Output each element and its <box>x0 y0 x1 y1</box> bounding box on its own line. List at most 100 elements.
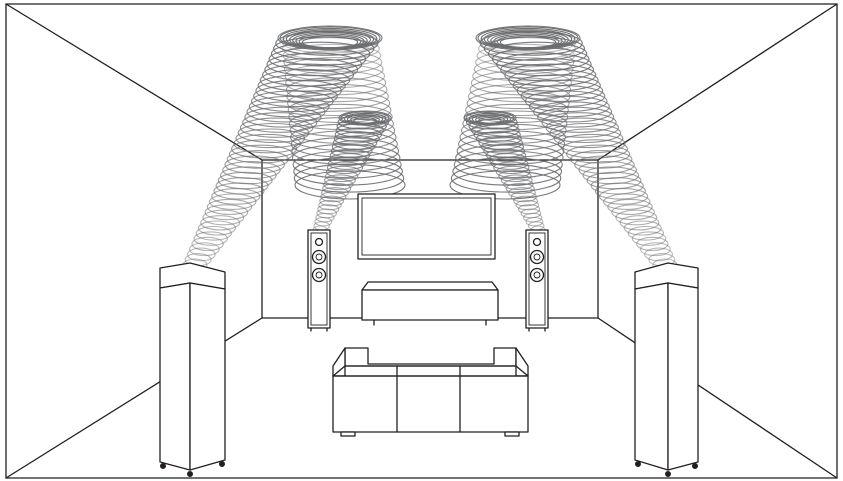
wave-ring <box>191 236 224 252</box>
surround-right-beam <box>475 25 678 272</box>
wave-ring <box>493 161 530 175</box>
wave-ring <box>578 160 637 180</box>
wave-ring <box>615 209 658 226</box>
wave-ring <box>200 215 241 231</box>
wave-ring <box>469 77 572 103</box>
wave-ring <box>318 199 342 211</box>
wave-ring <box>197 220 237 236</box>
wave-ring <box>283 57 384 82</box>
wave-ring <box>463 103 569 131</box>
wave-ring <box>623 220 662 236</box>
wave-ring <box>282 43 382 68</box>
wave-ring <box>322 182 352 195</box>
wave-ring <box>470 70 572 96</box>
reflection-ring <box>301 36 359 49</box>
wave-ring <box>453 150 563 179</box>
wave-ring <box>466 90 570 117</box>
wave-ring <box>644 247 674 262</box>
wave-ring <box>450 163 562 193</box>
wave-ring <box>285 70 387 96</box>
wave-ring <box>316 208 338 219</box>
wave-ring <box>228 144 293 164</box>
wave-ring <box>518 204 541 215</box>
wave-ring <box>537 106 615 128</box>
reflection-ring <box>499 36 557 49</box>
wave-ring <box>235 128 306 149</box>
wave-ring <box>495 165 531 179</box>
wave-ring <box>204 204 249 221</box>
wave-ring <box>288 103 393 131</box>
wave-ring <box>328 153 368 166</box>
wave-ring <box>220 166 277 185</box>
wave-ring <box>231 139 298 159</box>
wave-ring <box>321 187 349 199</box>
wave-ring <box>186 247 216 262</box>
wave-ring <box>217 171 273 190</box>
wave-ring <box>287 90 391 117</box>
wave-ring <box>636 236 669 252</box>
wave-ring <box>574 155 635 174</box>
wave-ring <box>294 170 406 200</box>
wave-ring <box>244 106 322 128</box>
wave-ring <box>570 150 633 169</box>
wave-ring <box>202 209 245 226</box>
wave-ring <box>282 37 380 61</box>
surround-left-beam <box>182 25 383 272</box>
screen <box>357 193 496 260</box>
wave-ring <box>336 118 387 134</box>
wave-ring <box>319 195 345 207</box>
ceiling-left-down <box>281 30 406 200</box>
wave-ring <box>475 50 575 75</box>
wave-ring <box>513 195 539 207</box>
front-left-speaker <box>307 229 331 332</box>
wave-ring <box>631 231 667 246</box>
wave-ring <box>288 110 394 137</box>
wave-ring <box>226 150 289 169</box>
wave-ring <box>293 157 403 186</box>
wave-ring <box>222 160 281 180</box>
wave-ring <box>193 231 228 246</box>
wave-ring <box>520 208 542 219</box>
wave-ring <box>566 144 631 164</box>
wave-ring <box>195 225 232 241</box>
wave-ring <box>488 153 528 166</box>
wave-ring <box>561 139 628 159</box>
reflection-ring <box>478 117 502 124</box>
wave-ring <box>478 37 576 61</box>
wave-ring <box>206 198 253 215</box>
wave-ring <box>293 163 405 193</box>
wave-ring <box>508 187 536 199</box>
surround-left-speaker <box>159 262 226 477</box>
wave-ring <box>473 57 574 82</box>
wave-ring <box>292 150 402 179</box>
wave-ring <box>505 182 535 195</box>
wave-ring <box>242 112 318 133</box>
wave-ring <box>586 171 642 190</box>
wave-ring <box>465 97 569 124</box>
front-right-speaker <box>525 229 549 332</box>
wave-ring <box>467 83 571 110</box>
wave-ring <box>462 110 568 137</box>
ceiling-reflection-point <box>465 111 515 125</box>
ceiling-reflection-point <box>340 111 390 125</box>
wave-ring <box>607 198 653 215</box>
ceiling-reflection-point <box>279 26 381 50</box>
wave-ring <box>640 242 671 257</box>
wave-ring <box>283 50 383 75</box>
wave-ring <box>286 83 389 110</box>
wave-ring <box>611 204 655 221</box>
wave-ring <box>287 97 392 124</box>
ceiling-reflection-point <box>477 26 579 50</box>
wave-ring <box>285 77 388 103</box>
wave-ring <box>289 117 396 144</box>
wave-ring <box>515 199 540 211</box>
center-speaker <box>361 281 499 326</box>
wave-ring <box>541 112 617 133</box>
wave-ring <box>326 161 364 175</box>
wave-ring <box>627 225 665 241</box>
wave-ring <box>472 63 573 89</box>
wave-ring <box>449 170 561 200</box>
outer-frame <box>5 3 838 479</box>
wave-ring <box>476 43 576 68</box>
